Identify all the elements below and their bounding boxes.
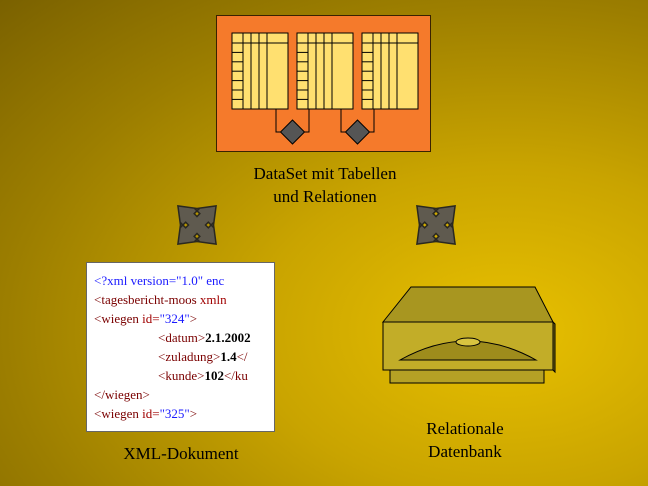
xml-line: <wiegen id="324"> [94,309,274,328]
xml-token: </wiegen> [94,387,150,402]
xml-token: <wiegen [94,311,143,326]
database-drive-icon [381,286,556,384]
xml-token: 102 [204,368,224,383]
xml-token: > [189,311,198,326]
xml-token: <wiegen [94,406,143,421]
xml-token: <tagesbericht-moos [94,292,200,307]
xml-line: <wiegen id="325"> [94,404,274,423]
xml-token: xmln [199,292,227,307]
dataset-caption: DataSet mit Tabellen und Relationen [253,164,397,206]
xml-token: <datum> [158,330,206,345]
xml-token: 2.1.2002 [205,330,251,345]
xml-line: <tagesbericht-moos xmln [94,290,274,309]
xml-document-box: <?xml version="1.0" enc <tagesbericht-moo… [86,262,275,432]
xml-token: > [189,406,198,421]
left-exchange-arrow-icon [177,205,217,245]
xml-line: <zuladung>1.4</ [94,347,274,366]
xml-token: "324" [159,311,190,326]
xml-token: "325" [159,406,190,421]
xml-token: </ [236,349,248,364]
relation-line [275,109,281,133]
xml-line: <datum>2.1.2002 [94,328,274,347]
relation-diamond-icon [344,119,371,145]
xml-token: id= [142,406,160,421]
xml-line: <?xml version="1.0" enc [94,271,274,290]
relation-line [304,109,310,133]
database-caption: Relationale Datenbank [426,419,504,461]
xml-token: 1.4 [220,349,237,364]
relation-line [340,109,346,133]
relation-line [369,109,375,133]
xml-token: <kunde> [158,368,205,383]
xml-token: <?xml version="1.0" enc [94,273,225,288]
xml-line: </wiegen> [94,385,274,404]
xml-token: id= [142,311,160,326]
relation-diamond-icon [279,119,306,145]
right-exchange-arrow-icon [416,205,456,245]
xml-caption: XML-Dokument [123,444,239,463]
xml-token: </ku [223,368,248,383]
xml-line: <kunde>102</ku [94,366,274,385]
xml-token: <zuladung> [158,349,221,364]
dataset-tables-diagram [231,32,419,145]
dataset-panel [216,15,431,152]
